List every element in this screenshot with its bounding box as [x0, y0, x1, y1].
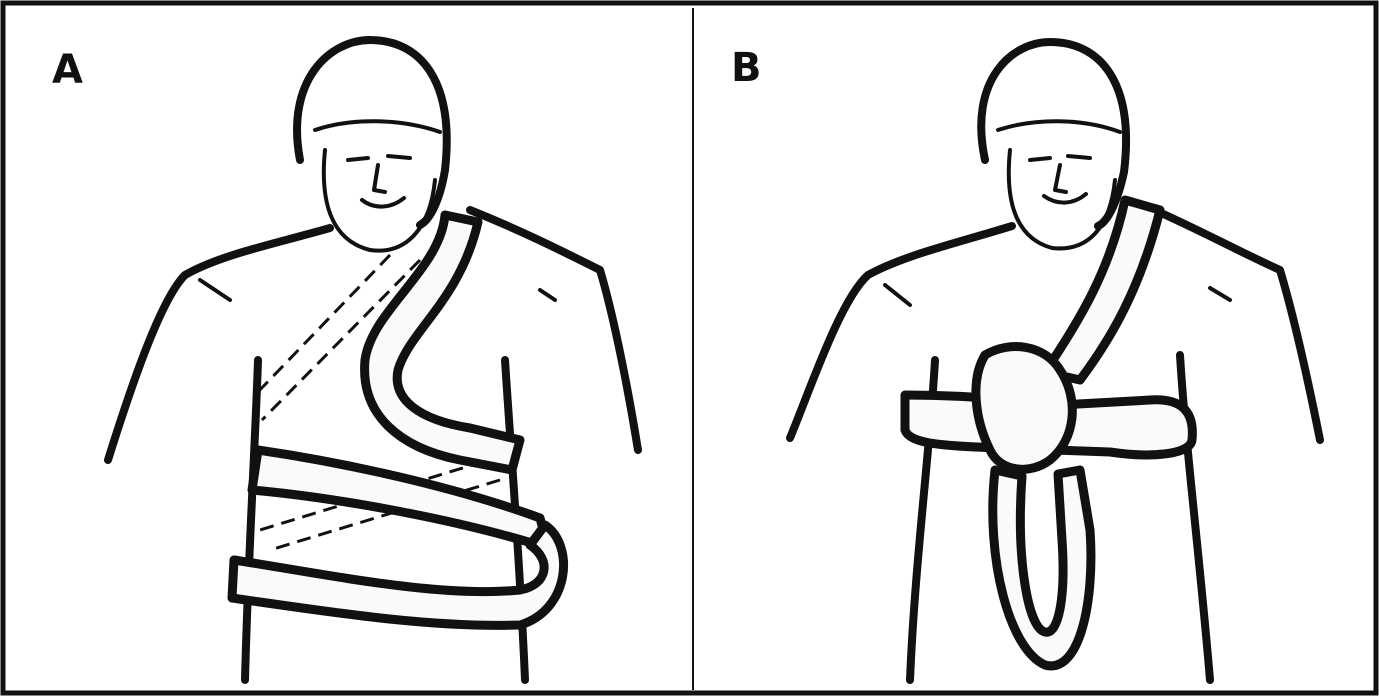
panel-b-figure [790, 42, 1320, 680]
panel-a-helmet-rim [315, 121, 440, 132]
panel-b-hanging-loop [993, 470, 1091, 666]
panel-label-a: A [52, 50, 83, 90]
panel-a-shoulder-folds [200, 280, 555, 300]
panel-a-figure [108, 40, 638, 680]
panel-a-mouth [362, 198, 404, 207]
outer-border [3, 3, 1376, 693]
panel-a-eyes [348, 156, 410, 160]
panel-label-b: B [731, 48, 762, 88]
panel-b-mouth [1044, 194, 1086, 203]
panel-a-nose [374, 165, 385, 192]
panel-a-helmet [297, 40, 447, 225]
panel-b-knot [976, 347, 1072, 470]
panel-a-sling-strap [365, 215, 520, 470]
panel-b-shoulder-folds [885, 285, 1230, 305]
panel-b-helmet-rim [998, 121, 1120, 132]
panel-b-helmet [981, 42, 1126, 226]
panel-b-nose [1055, 165, 1066, 192]
panel-b-eyes [1030, 156, 1090, 160]
